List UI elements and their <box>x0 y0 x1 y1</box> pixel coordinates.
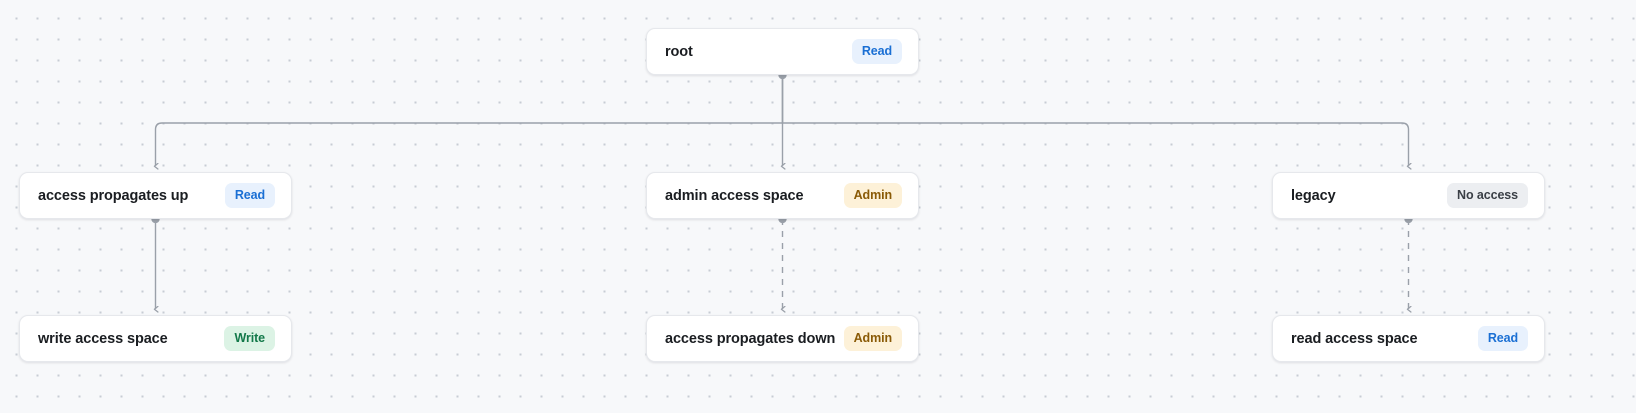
access-badge: Read <box>1477 326 1528 351</box>
node-admin-access-space[interactable]: admin access space Admin <box>646 172 919 219</box>
node-label: read access space <box>1291 330 1418 347</box>
node-label: access propagates up <box>38 187 189 204</box>
node-access-propagates-up[interactable]: access propagates up Read <box>19 172 292 219</box>
node-read-access-space[interactable]: read access space Read <box>1272 315 1545 362</box>
access-badge: Write <box>224 326 275 351</box>
node-label: access propagates down <box>665 330 836 347</box>
access-badge: Admin <box>843 183 902 208</box>
node-access-propagates-down[interactable]: access propagates down Admin <box>646 315 919 362</box>
node-legacy[interactable]: legacy No access <box>1272 172 1545 219</box>
access-badge: No access <box>1447 183 1528 208</box>
node-label: root <box>665 43 693 60</box>
access-badge: Admin <box>843 326 902 351</box>
access-badge: Read <box>224 183 275 208</box>
node-root[interactable]: root Read <box>646 28 919 75</box>
edge-root-to-access-propagates-up <box>156 75 784 166</box>
edge-root-to-legacy <box>781 75 1409 166</box>
node-label: admin access space <box>665 187 804 204</box>
access-badge: Read <box>851 39 902 64</box>
node-label: write access space <box>38 330 168 347</box>
node-label: legacy <box>1291 187 1336 204</box>
node-write-access-space[interactable]: write access space Write <box>19 315 292 362</box>
